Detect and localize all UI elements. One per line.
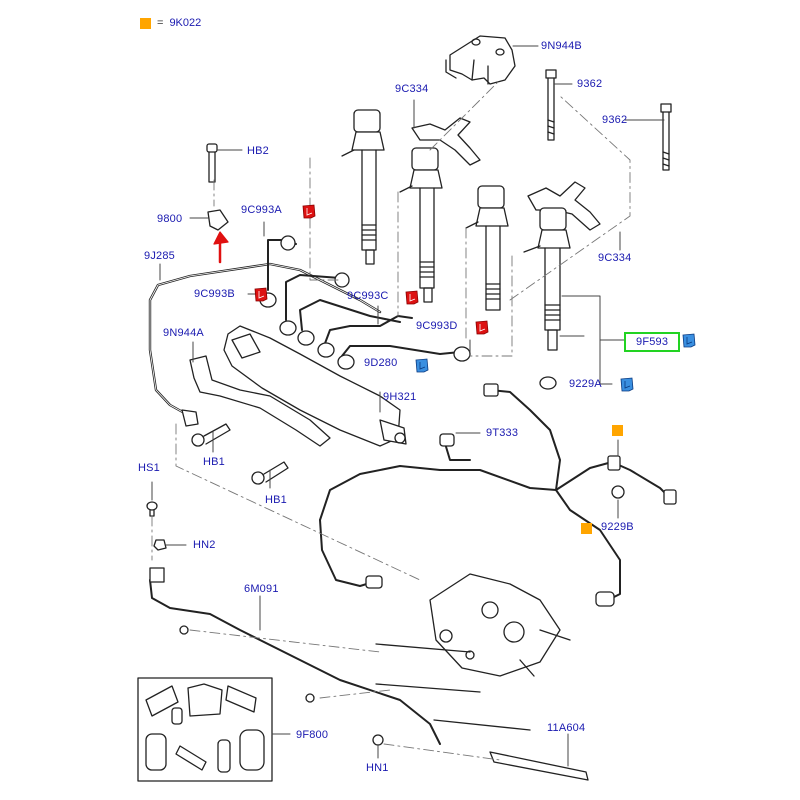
label-9229A[interactable]: 9229A: [569, 378, 602, 390]
label-11A604[interactable]: 11A604: [547, 722, 586, 734]
leader-lines: [151, 45, 665, 767]
label-9F800[interactable]: 9F800: [296, 729, 329, 741]
injector-3: [465, 185, 509, 311]
sensor-harness: [319, 383, 677, 607]
fuel-return-pipe: [148, 262, 382, 427]
bolt-9362-b: [660, 103, 672, 171]
bolt-HB2: [206, 143, 218, 183]
red-part-marker-icon[interactable]: [254, 287, 268, 302]
rail-bracket: [189, 355, 331, 447]
label-9C993A[interactable]: 9C993A: [241, 204, 282, 216]
glow-plug-harness: [149, 567, 441, 745]
legend: = 9K022: [140, 17, 201, 29]
injector-clamp-bracket: [445, 35, 516, 85]
fuel-rail: [223, 325, 407, 447]
red-arrow: [213, 231, 229, 264]
label-9C334-b[interactable]: 9C334: [598, 252, 632, 264]
glow-plugs: [179, 625, 589, 781]
legend-part-number[interactable]: 9K022: [169, 17, 202, 29]
label-9362-b[interactable]: 9362: [602, 114, 628, 126]
label-HN1[interactable]: HN1: [366, 762, 389, 774]
kit-box-9F800: [137, 677, 273, 782]
bolt-9362-a: [545, 69, 557, 141]
label-9C993C[interactable]: 9C993C: [347, 290, 389, 302]
label-9C334-a[interactable]: 9C334: [395, 83, 429, 95]
label-HS1[interactable]: HS1: [138, 462, 160, 474]
injector-1: [341, 109, 385, 265]
stud-HS1: [146, 501, 158, 517]
label-9N944A[interactable]: 9N944A: [163, 327, 204, 339]
red-part-marker-icon[interactable]: [302, 204, 316, 219]
label-HB2[interactable]: HB2: [247, 145, 269, 157]
fuel-pump: [429, 573, 571, 677]
bolt-HB1-a: [191, 423, 231, 447]
orange-square-icon: [581, 523, 592, 534]
blue-part-marker-icon[interactable]: [620, 377, 634, 392]
label-9D280[interactable]: 9D280: [364, 357, 398, 369]
orange-square-icon: [612, 425, 623, 436]
label-9229B[interactable]: 9229B: [601, 521, 634, 533]
label-9H321[interactable]: 9H321: [383, 391, 417, 403]
label-9362-a[interactable]: 9362: [577, 78, 603, 90]
label-HB1-a[interactable]: HB1: [203, 456, 225, 468]
bolt-HB1-b: [251, 461, 289, 485]
orange-square-icon: [140, 17, 151, 29]
label-HB1-b[interactable]: HB1: [265, 494, 287, 506]
label-9J285[interactable]: 9J285: [144, 250, 175, 262]
label-9F593-highlighted[interactable]: 9F593: [624, 332, 681, 352]
blue-part-marker-icon[interactable]: [682, 333, 696, 348]
label-6M091[interactable]: 6M091: [244, 583, 279, 595]
red-part-marker-icon[interactable]: [405, 290, 419, 305]
label-9800[interactable]: 9800: [157, 213, 183, 225]
label-9T333[interactable]: 9T333: [486, 427, 519, 439]
red-part-marker-icon[interactable]: [475, 320, 489, 335]
label-HN2[interactable]: HN2: [193, 539, 216, 551]
clip-9800: [207, 209, 229, 231]
blue-part-marker-icon[interactable]: [415, 358, 429, 373]
injector-2: [399, 147, 443, 303]
label-9C993D[interactable]: 9C993D: [416, 320, 458, 332]
nut-HN2: [153, 539, 167, 551]
dashed-guides: [151, 79, 631, 761]
high-pressure-pipes: [259, 235, 471, 370]
label-9C993B[interactable]: 9C993B: [194, 288, 235, 300]
label-9N944B[interactable]: 9N944B: [541, 40, 582, 52]
legend-equals: =: [157, 17, 164, 29]
injector-4-9F593: [523, 207, 571, 390]
